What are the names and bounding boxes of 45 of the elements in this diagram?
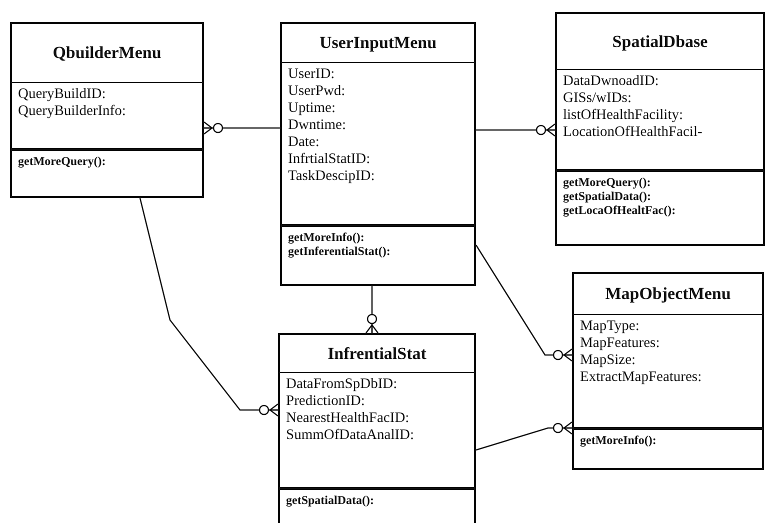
class-box <box>278 333 476 523</box>
attribute-text: UserID: <box>288 66 336 83</box>
method-text: getLocaOfHealtFac(): <box>563 203 677 217</box>
method-text: getSpatialData(): <box>286 493 375 507</box>
attribute-text: GISs/wIDs: <box>563 90 632 107</box>
attribute-text: DataFromSpDbID: <box>286 376 398 393</box>
connector-line <box>365 286 379 334</box>
attribute-text: listOfHealthFacility: <box>563 107 684 124</box>
connector-line <box>139 198 279 417</box>
class-box <box>10 22 204 198</box>
class-name: QbuilderMenu <box>52 43 162 63</box>
connector-line <box>203 121 280 135</box>
connector-line <box>475 244 573 362</box>
class-box <box>572 272 764 470</box>
class-box <box>280 22 476 286</box>
attribute-text: SummOfDataAnalID: <box>286 427 416 444</box>
connector-line <box>476 421 573 451</box>
class-name: MapObjectMenu <box>605 284 731 304</box>
attribute-text: Date: <box>288 134 320 151</box>
attribute-text: NearestHealthFacID: <box>286 410 410 427</box>
method-text: getMoreInfo(): <box>580 433 658 447</box>
attribute-text: PredictionID: <box>286 393 366 410</box>
method-text: getMoreQuery(): <box>18 154 107 168</box>
method-text: getSpatialData(): <box>563 189 652 203</box>
class-box <box>555 12 765 246</box>
attribute-text: TaskDescipID: <box>288 168 376 185</box>
attribute-text: Uptime: <box>288 100 337 117</box>
attribute-text: LocationOfHealthFacil- <box>563 124 704 141</box>
attribute-text: ExtractMapFeatures: <box>580 369 703 386</box>
attribute-text: MapSize: <box>580 352 637 369</box>
method-text: getInferentialStat(): <box>288 244 392 258</box>
attribute-text: QueryBuildID: <box>18 86 107 103</box>
attribute-text: Dwntime: <box>288 117 347 134</box>
attribute-text: DataDwnoadID: <box>563 73 660 90</box>
class-name: SpatialDbase <box>612 32 708 52</box>
attribute-text: UserPwd: <box>288 83 346 100</box>
attribute-text: InfrtialStatID: <box>288 151 372 168</box>
attribute-text: MapType: <box>580 318 640 335</box>
method-text: getMoreInfo(): <box>288 230 366 244</box>
class-name: UserInputMenu <box>319 33 437 53</box>
class-name: InfrentialStat <box>328 344 426 364</box>
method-text: getMoreQuery(): <box>563 175 652 189</box>
connector-line <box>476 123 556 137</box>
attribute-text: MapFeatures: <box>580 335 661 352</box>
attribute-text: QueryBuilderInfo: <box>18 103 127 120</box>
